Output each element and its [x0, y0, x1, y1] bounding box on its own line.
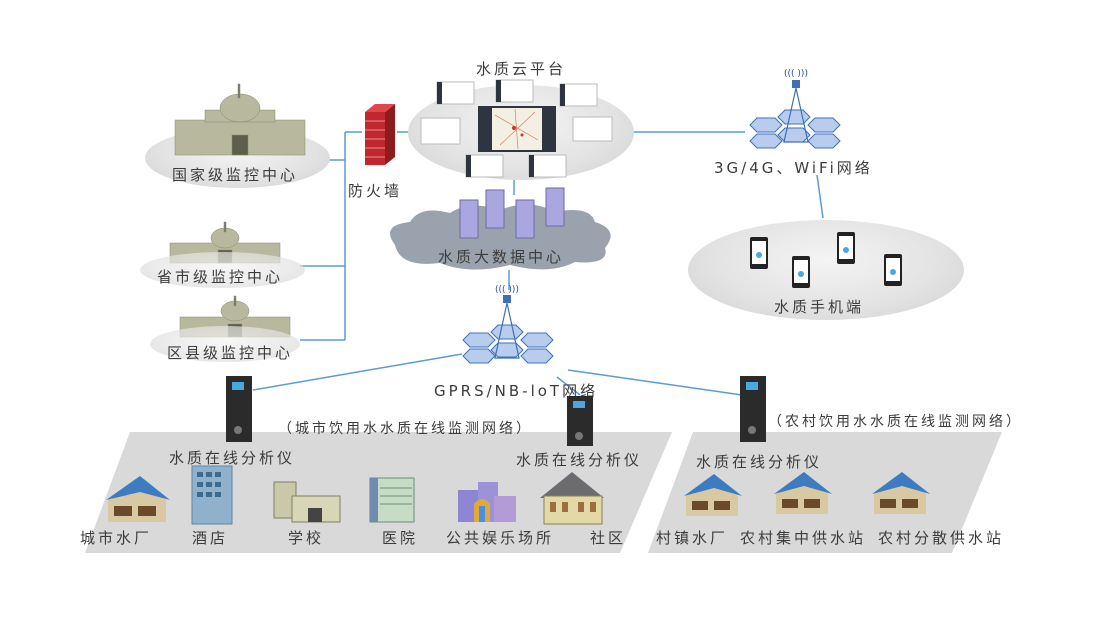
svg-text:((( ))): ((( )))	[495, 285, 519, 295]
community-house-icon	[540, 472, 604, 525]
water-analyzer-icon	[226, 376, 252, 442]
map-dashboard-icon	[478, 106, 556, 152]
mobile-terminal-base	[688, 220, 964, 320]
site-label: 村镇水厂	[656, 529, 729, 547]
cell-tower-icon: ((( )))	[462, 285, 554, 364]
national-center-label: 国家级监控中心	[172, 166, 299, 184]
line-iot-urban-analyzer1	[252, 353, 463, 391]
mobile-network-label: 3G/4G、WiFi网络	[714, 159, 873, 177]
hospital-icon	[369, 477, 415, 523]
provincial-center-base	[140, 252, 305, 288]
mobile-terminal-label: 水质手机端	[774, 298, 865, 316]
line-mobile-net-phones	[816, 174, 824, 219]
site-label: 学校	[288, 529, 325, 547]
rural-central-water-station-icon	[774, 472, 832, 514]
provincial-center-label: 省市级监控中心	[157, 268, 284, 286]
urban-analyzer-label-1: 水质在线分析仪	[169, 449, 296, 467]
rural-network-title: （农村饮用水水质在线监测网络）	[768, 414, 1023, 430]
water-plant-icon	[106, 476, 170, 522]
hotel-icon	[191, 465, 233, 525]
entertainment-venue-icon	[458, 482, 516, 522]
county-center-label: 区县级监控中心	[167, 344, 294, 362]
site-label: 酒店	[192, 529, 229, 547]
water-analyzer-icon	[740, 376, 766, 442]
site-label: 农村集中供水站	[740, 529, 867, 547]
capitol-building-icon	[174, 83, 306, 156]
rural-distributed-water-station-icon	[872, 472, 930, 514]
dashboard-screen-icon	[420, 79, 613, 178]
firewall-label: 防火墙	[348, 182, 403, 200]
site-label: 公共娱乐场所	[446, 529, 555, 547]
county-center-base	[150, 326, 300, 362]
big-data-center-label: 水质大数据中心	[438, 248, 565, 266]
urban-analyzer-label-2: 水质在线分析仪	[516, 451, 643, 469]
cloud-platform-label: 水质云平台	[476, 60, 567, 78]
cell-tower-icon: ((( )))	[749, 69, 841, 149]
town-water-plant-icon	[684, 474, 742, 516]
rural-analyzer-label: 水质在线分析仪	[696, 453, 823, 471]
site-label: 社区	[590, 529, 627, 547]
water-analyzer-icon	[567, 396, 593, 446]
line-iot-rural-analyzer	[567, 369, 743, 396]
svg-text:((( ))): ((( )))	[784, 69, 808, 79]
iot-network-label: GPRS/NB-loT网络	[434, 382, 599, 400]
urban-network-title: （城市饮用水水质在线监测网络）	[278, 421, 533, 437]
site-label: 医院	[382, 529, 419, 547]
school-icon	[273, 481, 341, 523]
site-label: 农村分散供水站	[878, 529, 1005, 547]
line-iot-urban-analyzer2	[556, 376, 581, 396]
server-icon	[459, 187, 565, 239]
site-label: 城市水厂	[80, 529, 153, 547]
smartphone-icon	[750, 232, 902, 288]
